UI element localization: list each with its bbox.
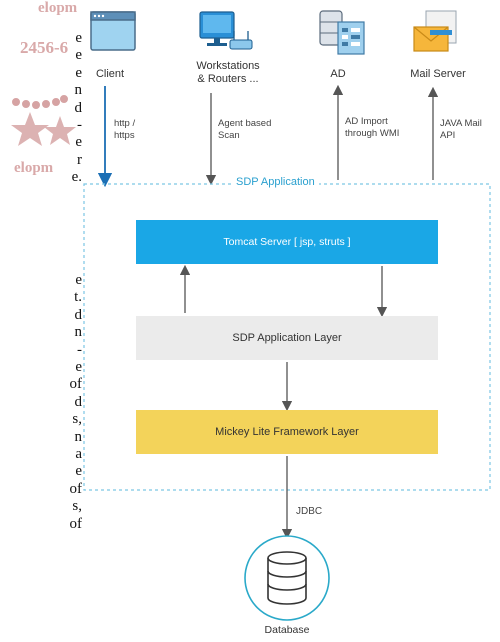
workstations-label: Workstations & Routers ... [196,60,260,85]
database-icon [267,551,307,605]
sdp-application-layer-label: SDP Application Layer [232,332,342,344]
jdbc-label: JDBC [296,506,323,517]
mail-server-label: Mail Server [410,68,466,80]
database-label: Database [264,624,310,636]
watermark-number-text: 2456-6 [20,38,69,57]
client-edge-label: http /https [114,118,136,141]
watermark-bottom-text: elopm [14,160,54,176]
mickey-lite-layer-label: Mickey Lite Framework Layer [215,426,359,438]
sdp-application-title: SDP Application [232,176,319,188]
browser-window-icon [90,11,136,51]
watermark-top-text: elopm [38,0,78,16]
tomcat-server-box: Tomcat Server [ jsp, struts ] [136,220,438,264]
mickey-lite-layer-box: Mickey Lite Framework Layer [136,410,438,454]
watermark-star-icon [11,112,49,146]
watermark-stars-ring [12,95,68,109]
watermark-star-icon [44,116,76,145]
sdp-application-layer-box: SDP Application Layer [136,316,438,360]
monitor-router-icon [199,11,253,50]
client-label: Client [95,68,125,80]
tomcat-server-label: Tomcat Server [ jsp, struts ] [223,236,351,248]
database-document-icon [319,10,365,55]
envelope-icon [413,10,457,52]
ad-label: AD [330,68,346,80]
